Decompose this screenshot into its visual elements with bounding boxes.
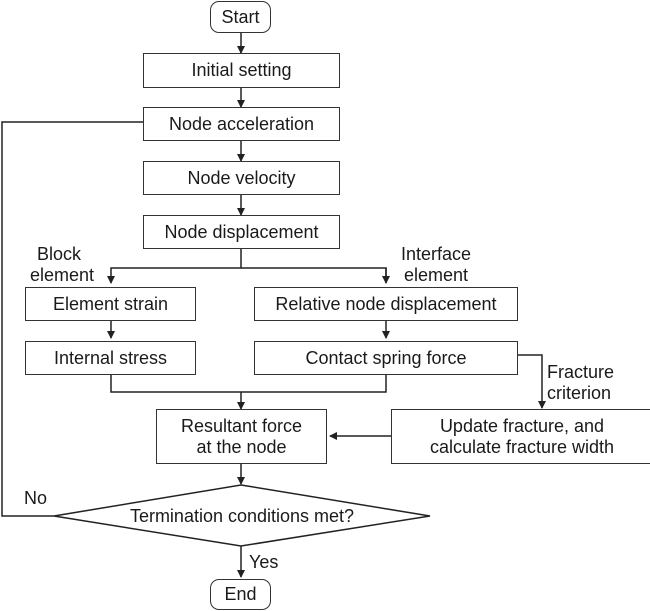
resultant-force-node: Resultant force at the node bbox=[156, 409, 327, 464]
merge-line bbox=[110, 374, 387, 393]
relative-node-displacement-text: Relative node displacement bbox=[275, 293, 497, 314]
update-fracture-node: Update fracture, and calculate fracture … bbox=[391, 409, 650, 464]
end-node: End bbox=[210, 579, 271, 610]
internal-stress-text: Internal stress bbox=[53, 347, 168, 368]
resultant-force-text: Resultant force at the node bbox=[180, 415, 303, 457]
block-element-label: Block element bbox=[30, 244, 95, 285]
contact-spring-force-node: Contact spring force bbox=[254, 341, 518, 375]
node-velocity-text: Node velocity bbox=[187, 167, 296, 188]
element-strain-node: Element strain bbox=[25, 287, 196, 321]
element-strain-text: Element strain bbox=[52, 293, 169, 314]
arrow-contact-to-update bbox=[518, 354, 546, 409]
node-velocity-node: Node velocity bbox=[143, 161, 340, 195]
node-displacement-text: Node displacement bbox=[164, 221, 319, 242]
update-fracture-text: Update fracture, and calculate fracture … bbox=[429, 415, 615, 457]
initial-setting-node: Initial setting bbox=[143, 53, 340, 88]
no-label: No bbox=[24, 488, 48, 508]
branch-split-line-right bbox=[241, 267, 387, 283]
termination-decision-text: Termination conditions met? bbox=[129, 506, 355, 526]
node-acceleration-text: Node acceleration bbox=[168, 113, 315, 134]
end-text: End bbox=[224, 584, 257, 604]
start-node: Start bbox=[210, 1, 271, 33]
fracture-criterion-label: Fracture criterion bbox=[547, 362, 615, 403]
interface-element-label: Interface element bbox=[401, 244, 472, 285]
initial-setting-text: Initial setting bbox=[191, 60, 292, 80]
relative-node-displacement-node: Relative node displacement bbox=[254, 287, 518, 321]
loop-back-line bbox=[1, 118, 154, 517]
node-acceleration-node: Node acceleration bbox=[143, 107, 340, 141]
start-text: Start bbox=[221, 6, 260, 27]
internal-stress-node: Internal stress bbox=[25, 341, 196, 375]
branch-split-line bbox=[107, 249, 242, 284]
contact-spring-force-text: Contact spring force bbox=[305, 347, 467, 368]
yes-label: Yes bbox=[249, 552, 279, 572]
node-displacement-node: Node displacement bbox=[143, 215, 340, 249]
